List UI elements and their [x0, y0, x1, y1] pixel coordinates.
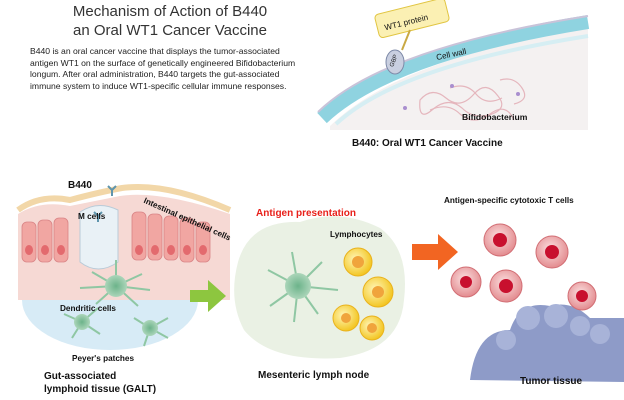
b440-bacteria — [93, 185, 117, 222]
lymphocytes-label: Lymphocytes — [330, 230, 383, 239]
dendritic-cell-3 — [142, 320, 158, 336]
lymph-dendritic-processes — [267, 251, 339, 323]
diagram-title: Mechanism of Action of B440 an Oral WT1 … — [40, 2, 300, 40]
description-text: B440 is an oral cancer vaccine that disp… — [30, 46, 296, 91]
epithelial-nuclei — [25, 245, 207, 255]
m-cell-pocket — [79, 205, 119, 270]
dendritic-cell-main — [105, 275, 127, 297]
cell-wall-inner — [334, 34, 589, 126]
galt-art — [16, 183, 232, 350]
antigen-presentation-label: Antigen presentation — [256, 208, 357, 219]
vaccine-caption: B440: Oral WT1 Cancer Vaccine — [352, 138, 503, 149]
lymphocyte-nuclei — [341, 256, 384, 333]
epithelial-brush-border — [16, 183, 232, 213]
tumor-tissue-caption: Tumor tissue — [520, 376, 583, 387]
wt1-protein-box — [374, 0, 450, 39]
ctl-label: Antigen-specific cytotoxic T cells — [444, 196, 574, 205]
lymph-dendritic-cell — [285, 273, 311, 299]
tumor-cell-bumps — [496, 304, 610, 350]
gbp-anchor — [385, 49, 405, 75]
t-cell-nuclei — [460, 233, 588, 302]
title-line-2: an Oral WT1 Cancer Vaccine — [73, 22, 267, 39]
dendritic-cell-2 — [74, 314, 90, 330]
lymph-node-art — [234, 216, 405, 359]
bifidobacterium-label: Bifidobacterium — [462, 112, 528, 122]
lymph-node-caption: Mesenteric lymph node — [258, 370, 370, 381]
tumor-art — [450, 223, 624, 382]
cytotoxic-t-cells — [450, 223, 597, 311]
wt1-linker — [401, 29, 411, 51]
vaccine-panel-art — [317, 0, 590, 130]
galt-caption-line-1: Gut-associated — [44, 371, 117, 382]
galt-caption: Gut-associated lymphoid tissue (GALT) — [44, 370, 156, 396]
cell-wall-outer — [317, 15, 589, 113]
dendritic-processes — [63, 260, 169, 347]
cell-wall-band — [317, 15, 590, 124]
purple-particles — [403, 84, 520, 110]
dna-strands — [419, 78, 526, 121]
m-cells-label: M cells — [78, 212, 106, 221]
dendritic-cells-label: Dendritic cells — [60, 304, 116, 313]
arrow-to-lymph-node — [190, 280, 226, 312]
title-line-1: Mechanism of Action of B440 — [72, 3, 268, 20]
peyers-patches-label: Peyer's patches — [72, 354, 135, 363]
bacterium-body — [330, 28, 588, 130]
b440-label: B440 — [68, 180, 92, 191]
arrow-to-tumor — [412, 234, 458, 270]
galt-caption-line-2: lymphoid tissue (GALT) — [44, 384, 157, 395]
